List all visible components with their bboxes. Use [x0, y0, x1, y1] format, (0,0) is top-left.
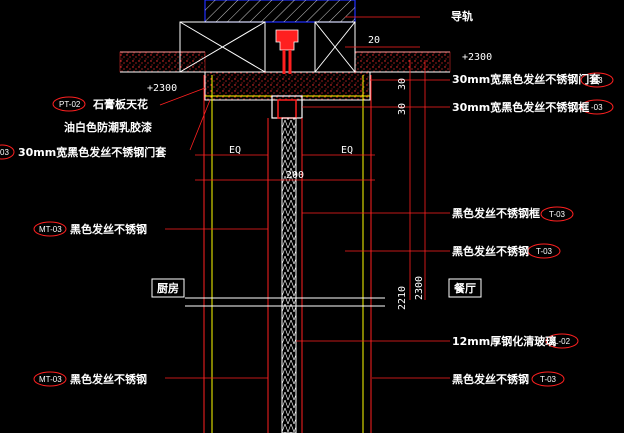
label-door-cover-left: 30mm宽黑色发丝不锈钢门套: [18, 145, 167, 159]
room-label-boxes: [151, 278, 482, 298]
glass-panel: [281, 117, 297, 433]
dim-2210: 2210: [397, 286, 408, 310]
label-guide-rail: 导轨: [451, 9, 473, 23]
dimension-texts: 20 +2300 +2300 EQ EQ 200 30 30 2210 2300: [147, 35, 492, 310]
dim-20: 20: [368, 35, 380, 46]
label-kitchen: 厨房: [157, 281, 179, 295]
dim-lvl-left: +2300: [147, 83, 177, 94]
dim-eq-left: EQ: [229, 145, 241, 156]
label-frame-right-mid: 黑色发丝不锈钢框: [452, 206, 540, 220]
dim-2300: 2300: [414, 276, 425, 300]
ceiling-structure: [119, 0, 451, 73]
tag-ellipses: [0, 72, 614, 387]
dim-lvl-right: +2300: [462, 52, 492, 63]
dim-200: 200: [286, 170, 304, 181]
label-frame-right: 30mm宽黑色发丝不锈钢框: [452, 100, 589, 114]
frame-lines: [185, 75, 385, 433]
tag-mt03-left-lower: MT-03: [39, 375, 62, 384]
leader-lines: [159, 16, 450, 379]
label-steel-right-mid: 黑色发丝不锈钢: [452, 244, 529, 258]
tag-03-right-2: -03: [591, 103, 603, 112]
chinese-labels: 导轨 石膏板天花 油白色防潮乳胶漆 30mm宽黑色发丝不锈钢门套 30mm宽黑色…: [18, 9, 601, 386]
tag-mt03-left-upper: MT-03: [39, 225, 62, 234]
dim-30b: 30: [397, 103, 408, 115]
label-ceiling-line2: 油白色防潮乳胶漆: [64, 120, 152, 134]
label-ceiling-line1: 石膏板天花: [92, 97, 148, 111]
tag-t03-right-4: T-03: [536, 247, 553, 256]
tag-pt02: PT-02: [59, 100, 81, 109]
label-door-cover-right: 30mm宽黑色发丝不锈钢门套: [452, 72, 601, 86]
label-steel-left-lower: 黑色发丝不锈钢: [70, 372, 147, 386]
tag-03-left: 03: [0, 148, 9, 157]
label-steel-left-upper: 黑色发丝不锈钢: [70, 222, 147, 236]
tag-t03-right-3: T-03: [549, 210, 566, 219]
tag-t03-right-5: T-03: [540, 375, 557, 384]
timber-blocking: [179, 21, 371, 101]
label-steel-right-lower: 黑色发丝不锈钢: [452, 372, 529, 386]
label-dining: 餐厅: [453, 281, 476, 295]
dimension-lines: [195, 46, 426, 300]
tag-03-right-1: -03: [591, 76, 603, 85]
dim-eq-right: EQ: [341, 145, 353, 156]
tag-l02-right: L-02: [554, 337, 571, 346]
label-glass: 12mm厚钢化清玻璃: [452, 334, 556, 348]
material-tags: PT-02 03 MT-03 MT-03 -03 -03 T-03 T-03 L…: [0, 76, 603, 384]
dim-30a: 30: [397, 78, 408, 90]
